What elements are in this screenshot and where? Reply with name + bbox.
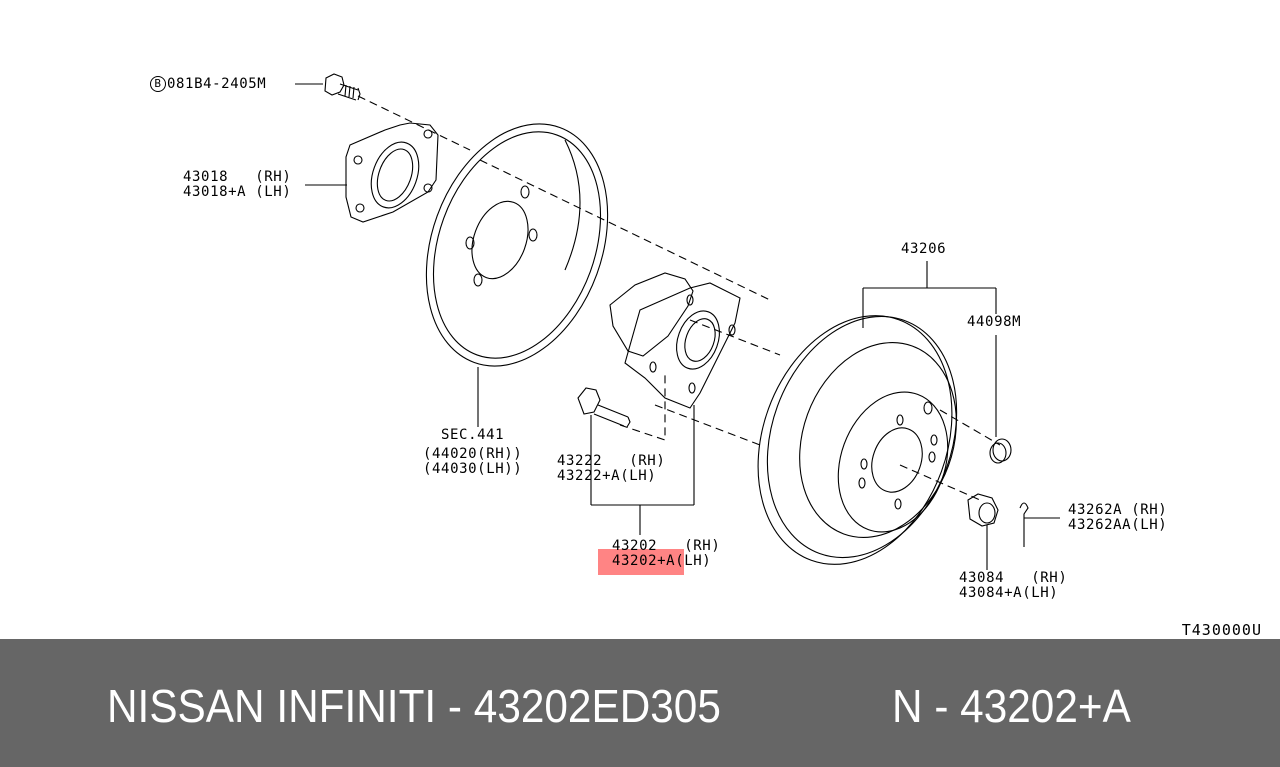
part-label-43084[interactable]: 43084 (RH)43084+A(LH) — [959, 570, 1068, 601]
hub-bolt-icon — [577, 387, 695, 535]
diagram-code: T430000U — [1181, 621, 1262, 639]
cotter-pin-icon — [1019, 502, 1060, 547]
part-label-44098M[interactable]: 44098M — [967, 314, 1022, 330]
part-label-43202[interactable]: 43202 (RH)43202+A(LH) — [612, 538, 721, 569]
part-label-43018[interactable]: 43018 (RH)43018+A (LH) — [183, 169, 292, 200]
brake-drum-icon — [757, 261, 997, 565]
flange-bolt-icon — [295, 73, 361, 101]
highlight-43202A — [598, 549, 684, 575]
part-number-footer: NISSAN INFINITI - 43202ED305 N - 43202+A — [0, 639, 1280, 767]
bolt-marker-b-icon: B — [150, 76, 166, 92]
backing-plate-icon — [305, 122, 439, 223]
hub-nut-icon — [967, 493, 999, 570]
part-label-43206[interactable]: 43206 — [901, 241, 947, 257]
part-label-43262A[interactable]: 43262A (RH)43262AA(LH) — [1068, 502, 1168, 533]
part-label-sec441[interactable]: SEC.441 — [441, 427, 505, 443]
dust-cap-icon — [989, 335, 1012, 464]
diagram-reference-number: N - 43202+A — [892, 680, 1131, 732]
oem-part-number: NISSAN INFINITI - 43202ED305 — [107, 680, 721, 732]
hub-bearing-assembly-icon — [609, 272, 741, 409]
brake-backing-icon — [425, 123, 609, 427]
part-label-43222[interactable]: 43222 (RH)43222+A(LH) — [557, 453, 666, 484]
part-label-44020-44030[interactable]: (44020(RH))(44030(LH)) — [423, 446, 523, 477]
exploded-view-drawing — [295, 73, 1060, 570]
